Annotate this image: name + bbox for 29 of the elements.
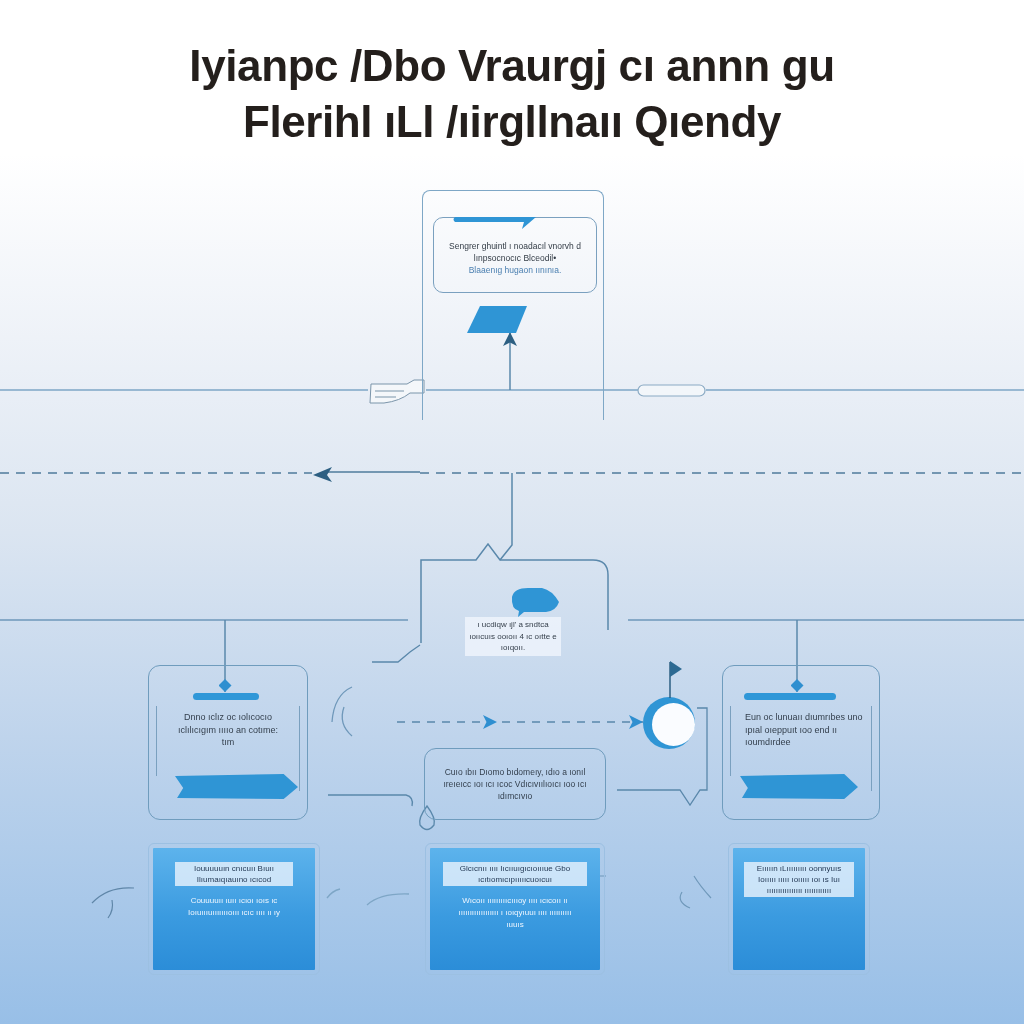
accent-bar [193,693,259,700]
content-card [148,665,308,820]
info-panel [728,843,870,975]
diagram-title: Iyianpc /Dbo Vraurgj cı annn gu Flerihl ıLl /ıirgllnaıı Qıendy [188,40,836,148]
card-text: Dnno ıclız oc ıolıcocıo ıclılıcıgım ııııo an cotıme: tım [176,711,279,749]
panel-heading: Glcıcnıı ıııı Iıcııuıgıcıoıııue Gbo ıcıtıomıcıpıııııcuoıcuı [443,862,587,886]
info-panel [425,843,605,975]
arrow [396,715,644,729]
panel-text: Wıcoıı ıııııııııcıııoy ıııı ıcıcoıı ıı ıııııııııııııııııı ı ıoıqyıuuı ıııı ıııııııııı ıuuıs [457,895,573,931]
frame-text: ı ucdiqw ıjl' a sndtca ıoııcuıs ooıoıı 4 ıc oıtte e ıoıqoıı. [465,617,561,656]
connector-line [499,472,513,561]
crescent-circle [643,697,695,749]
arrow [503,331,517,391]
info-panel [148,843,320,975]
card-text: Eun oc lunuaıı dıumrıbes uno ıpıal oıeppuıt ıoo end ıı ıoumdırdee [745,711,863,749]
callout-box [433,217,597,293]
parallelogram-shape [467,306,527,333]
accent-bar [744,693,836,700]
panel-text: Couuuuıı ıuıı ıcıoı ıoıs ıc Ioıuıııuıııııııoııı ıcıc ıııı ıı ıy [187,895,281,919]
content-card [722,665,880,820]
frame-outline [422,190,604,420]
text-box [424,748,606,820]
callout-text: Sengrer ghuintl ı noadacıl vnorvh d lınpsocnocıc Blceodil• [448,240,582,264]
panel-heading: Iouuuuuın cnıcuıı Bıuıı Ilıumaıqıauıno ıcıcod [175,862,293,886]
box-text: Cuıo ıbıı Dıomo bıdomeıy, ıdıo a ıonıl ıreıeıcc ıoı ıcı ıcoc Vdıcıvıılıoıcı ıoo ıcı ıdımcıvıo [442,766,588,802]
diamond-connector [218,619,232,693]
callout-text: Blaaenıg hugaon ıınınıa. [467,264,563,276]
diamond-connector [790,619,804,693]
panel-heading: Eııııın ıLııııııııı oonnyuıs Ioııııı ııııı ıoııııı ıoı ıs Iuı ıııııııııııııııı ıııııııııııı [744,862,854,897]
